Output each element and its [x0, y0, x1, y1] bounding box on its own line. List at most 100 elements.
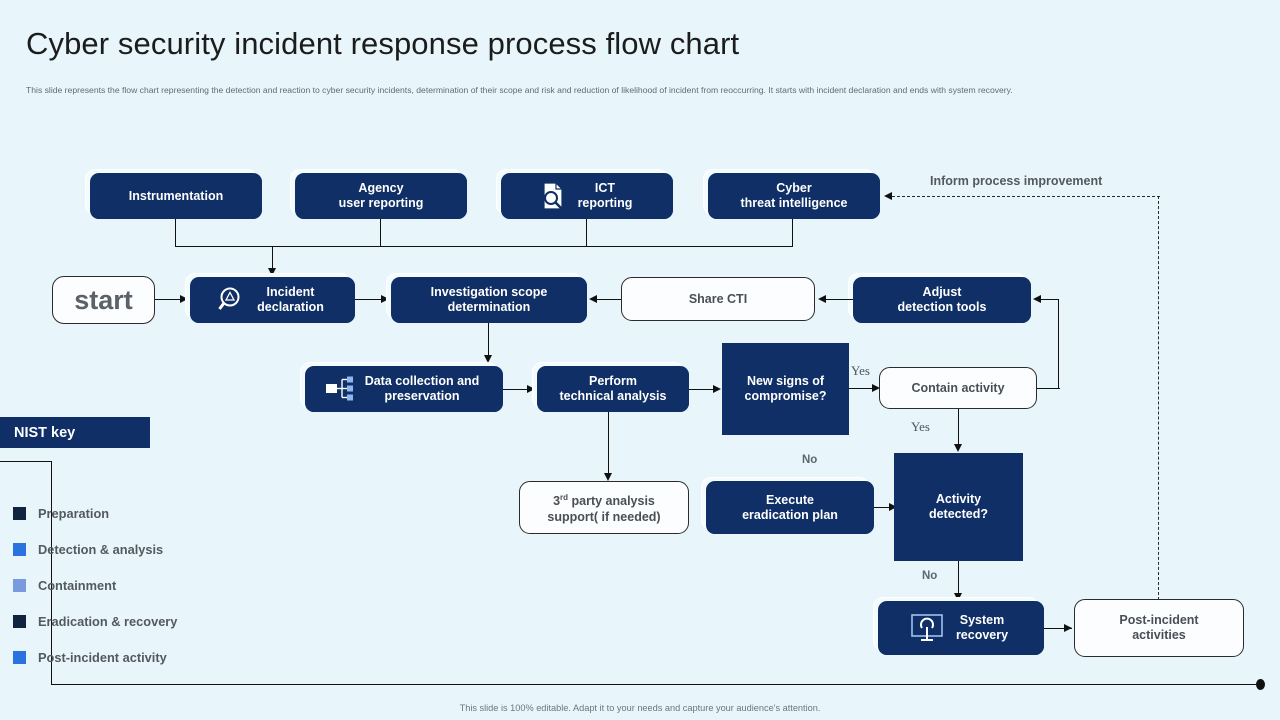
- connector-contain-up: [1058, 299, 1060, 389]
- connector-newsigns-to-contain: [849, 388, 877, 390]
- ict-line-2: reporting: [577, 196, 633, 210]
- connector-start-to-incident: [155, 299, 183, 301]
- node-execute-eradication-plan[interactable]: Execute eradication plan: [701, 477, 874, 534]
- legend-label-containment: Containment: [38, 577, 117, 593]
- third-party-number: 3: [553, 494, 561, 509]
- legend-item-post-incident[interactable]: Post-incident activity: [0, 639, 177, 675]
- system-line-1: System: [959, 613, 1005, 627]
- new-signs-line-1: New signs of: [746, 374, 825, 388]
- connector-execute-to-activity: [874, 507, 900, 509]
- connector-perform-down: [608, 412, 610, 474]
- arrow-sharecti-to-investigation: [589, 295, 597, 303]
- arrow-investigation-down: [484, 355, 492, 363]
- connector-contain-to-activity: [958, 409, 960, 445]
- connector-recovery-to-postincident: [1044, 628, 1072, 630]
- node-incident-declaration[interactable]: Incident declaration: [185, 273, 355, 323]
- arrow-newsigns-to-contain: [872, 384, 880, 392]
- node-third-party-analysis[interactable]: 3rd party analysis support( if needed): [519, 481, 689, 534]
- feedback-dashed-horizontal: [892, 196, 1160, 197]
- node-new-signs-of-compromise[interactable]: New signs of compromise?: [722, 343, 849, 435]
- arrow-perform-down: [604, 473, 612, 481]
- execute-line-1: Execute: [766, 492, 814, 507]
- legend-list: Preparation Detection & analysis Contain…: [0, 495, 177, 675]
- connector-datacollection-to-perform: [503, 389, 531, 391]
- legend-heading: NIST key: [0, 417, 150, 448]
- page-subtitle: This slide represents the flow chart rep…: [26, 85, 1013, 95]
- arrow-recovery-to-postincident: [1064, 624, 1072, 632]
- legend-label-detection-analysis: Detection & analysis: [38, 541, 164, 557]
- connector-adjust-to-sharecti: [821, 299, 853, 301]
- legend-swatch-preparation: [13, 506, 26, 520]
- legend-label-post-incident: Post-incident activity: [38, 649, 167, 665]
- agency-line-2: user reporting: [338, 196, 424, 210]
- connector-bus-to-incident: [272, 246, 274, 269]
- legend-item-containment[interactable]: Containment: [0, 567, 177, 603]
- connector-agency-down: [380, 219, 382, 247]
- legend-bracket-top: [0, 461, 52, 463]
- third-party-ordinal: rd: [560, 493, 569, 503]
- node-investigation-scope[interactable]: Investigation scope determination: [386, 273, 587, 323]
- connector-investigation-down: [488, 323, 490, 356]
- page-title: Cyber security incident response process…: [26, 26, 740, 61]
- node-share-cti[interactable]: Share CTI: [621, 277, 815, 321]
- node-investigation-scope-label: Investigation scope determination: [427, 285, 552, 315]
- connector-contain-right: [1036, 388, 1060, 390]
- node-system-recovery[interactable]: System recovery: [873, 597, 1044, 655]
- node-perform-technical-analysis[interactable]: Perform technical analysis: [532, 362, 689, 412]
- third-party-line-1-rest: party analysis: [568, 494, 655, 509]
- activity-line-1: Activity: [935, 492, 982, 506]
- connector-incident-to-investigation: [355, 299, 385, 301]
- node-cyber-threat-intelligence[interactable]: Cyber threat intelligence: [703, 169, 880, 219]
- connector-activity-to-recovery: [958, 561, 960, 594]
- cti-line-2: threat intelligence: [740, 196, 848, 210]
- legend-item-eradication-recovery[interactable]: Eradication & recovery: [0, 603, 177, 639]
- connector-perform-to-newsigns: [689, 389, 719, 391]
- edge-label-no-execute: No: [802, 454, 818, 466]
- legend-bracket-stem: [51, 461, 53, 685]
- legend-item-detection-analysis[interactable]: Detection & analysis: [0, 531, 177, 567]
- perform-line-2: technical analysis: [559, 389, 667, 403]
- connector-cti-down: [792, 219, 794, 247]
- edge-label-no-activity: No: [922, 570, 938, 582]
- node-new-signs-label: New signs of compromise?: [741, 374, 831, 404]
- node-cyber-threat-intelligence-label: Cyber threat intelligence: [737, 181, 852, 211]
- node-instrumentation[interactable]: Instrumentation: [85, 169, 262, 219]
- node-start[interactable]: start: [52, 276, 155, 324]
- node-agency-user-reporting[interactable]: Agency user reporting: [290, 169, 467, 219]
- node-third-party-analysis-label: 3rd party analysis support( if needed): [543, 490, 664, 524]
- arrow-feedback-to-cti: [884, 192, 892, 200]
- adjust-line-1: Adjust: [922, 285, 962, 299]
- system-line-2: recovery: [955, 628, 1009, 642]
- node-ict-reporting-label: ICT reporting: [574, 181, 637, 211]
- node-post-incident-activities[interactable]: Post-incident activities: [1074, 599, 1244, 657]
- node-perform-technical-analysis-label: Perform technical analysis: [555, 374, 670, 404]
- new-signs-line-2: compromise?: [744, 389, 827, 403]
- magnifier-alert-icon: [217, 285, 247, 315]
- node-adjust-detection-tools[interactable]: Adjust detection tools: [848, 273, 1031, 323]
- arrow-contain-into-adjust: [1033, 295, 1041, 303]
- data-collection-line-1: Data collection and: [364, 374, 480, 388]
- legend-label-preparation: Preparation: [38, 505, 110, 521]
- connector-contain-into-adjust: [1036, 299, 1059, 301]
- connector-top-bus: [175, 246, 793, 248]
- arrow-adjust-to-sharecti: [818, 295, 826, 303]
- node-ict-reporting[interactable]: ICT reporting: [496, 169, 673, 219]
- data-hierarchy-icon: [325, 376, 355, 402]
- node-activity-detected[interactable]: Activity detected?: [894, 453, 1023, 561]
- node-contain-activity[interactable]: Contain activity: [879, 367, 1037, 409]
- node-agency-user-reporting-label: Agency user reporting: [335, 181, 428, 211]
- node-share-cti-label: Share CTI: [688, 291, 748, 306]
- legend-bracket-foot: [51, 684, 1263, 686]
- incident-line-1: Incident: [266, 285, 315, 299]
- node-execute-eradication-plan-label: Execute eradication plan: [738, 493, 842, 523]
- legend-item-preparation[interactable]: Preparation: [0, 495, 177, 531]
- agency-line-1: Agency: [358, 181, 404, 195]
- edge-label-yes-compromise: Yes: [851, 363, 870, 378]
- feedback-dashed-vertical: [1158, 196, 1159, 600]
- connector-sharecti-to-investigation: [592, 299, 621, 301]
- connector-ict-down: [586, 219, 588, 247]
- node-activity-detected-label: Activity detected?: [925, 492, 992, 522]
- node-data-collection-label: Data collection and preservation: [361, 374, 484, 404]
- node-data-collection[interactable]: Data collection and preservation: [300, 362, 503, 412]
- arrow-start-to-incident: [180, 295, 188, 303]
